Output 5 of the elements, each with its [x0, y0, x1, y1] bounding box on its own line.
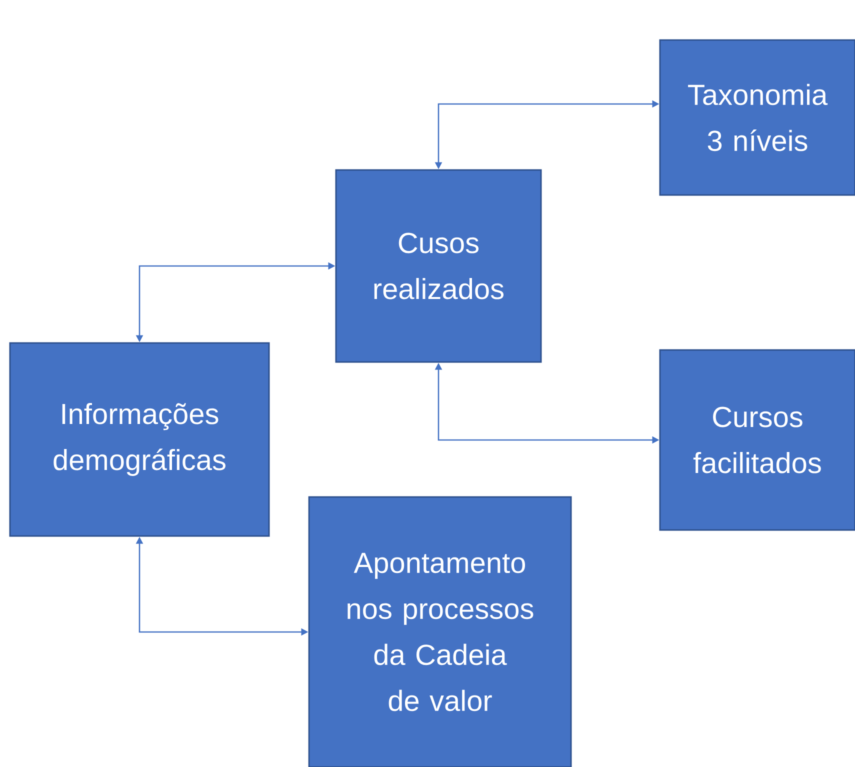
process-box: Taxonomia 3 níveis [659, 39, 855, 196]
process-box: Cusos realizados [335, 169, 542, 363]
process-box: Cursos facilitados [659, 349, 855, 531]
process-box: Apontamento nos processos da Cadeia de valor [308, 496, 572, 767]
process-box: Informações demográficas [9, 342, 270, 537]
